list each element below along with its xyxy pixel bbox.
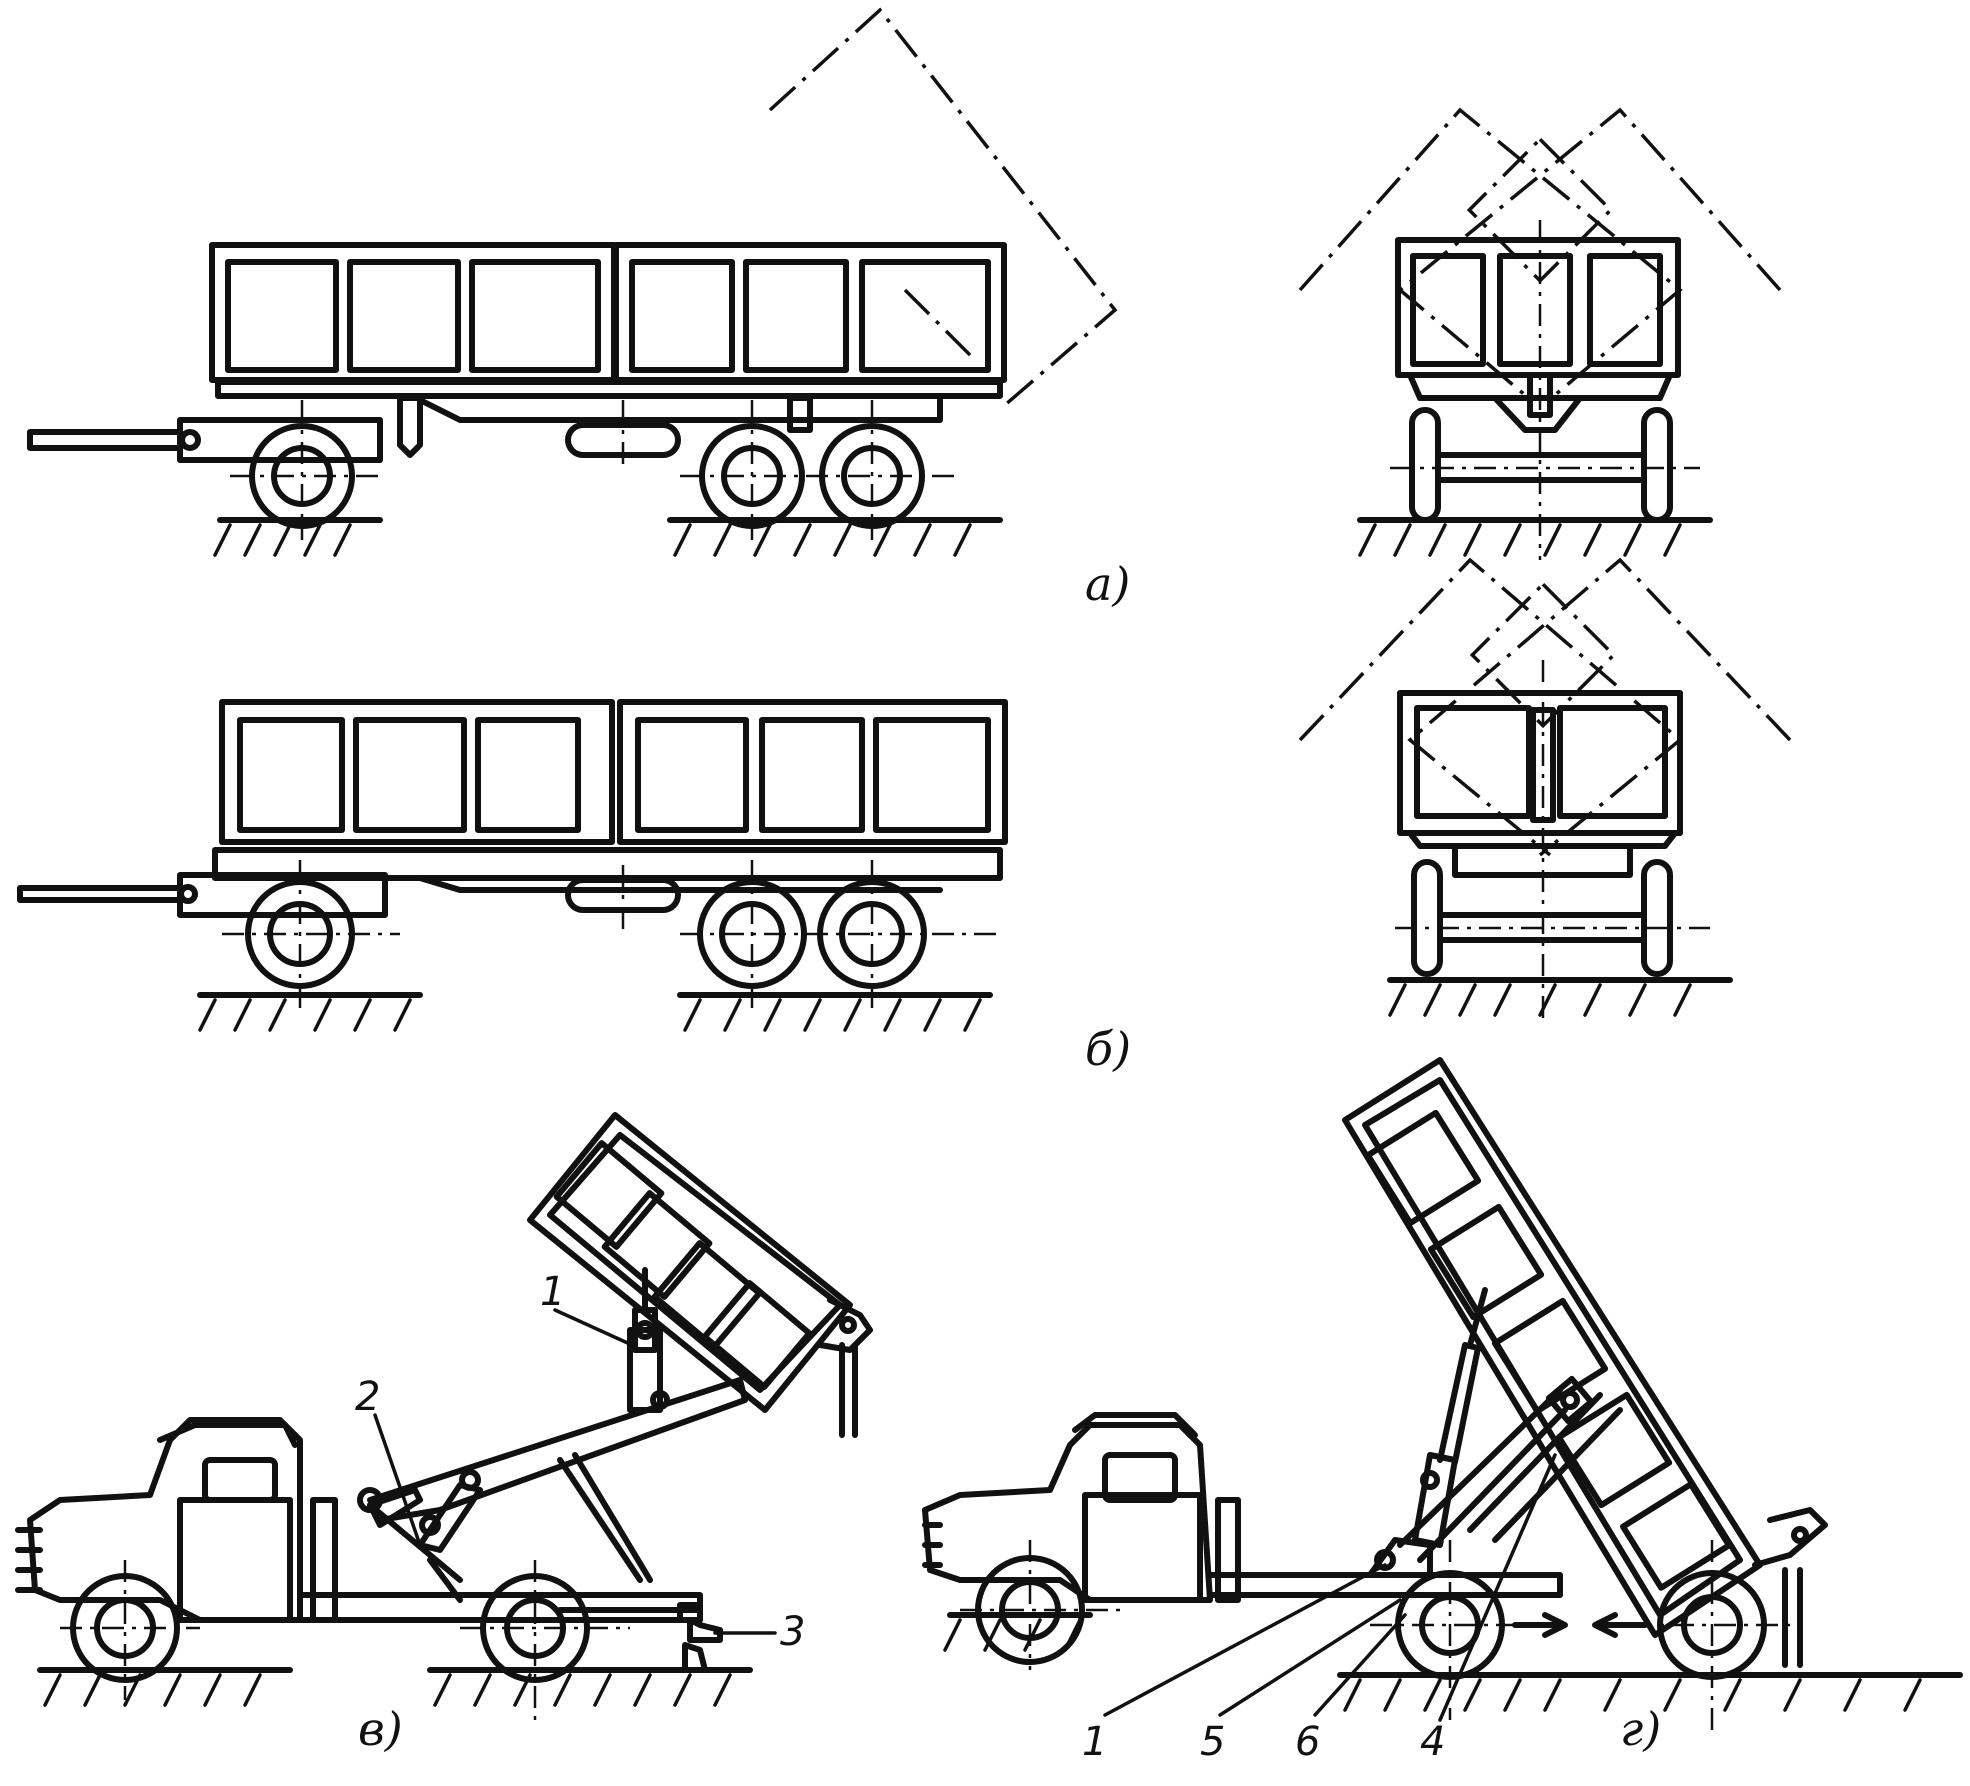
label-a: а) <box>1085 557 1130 611</box>
trailer-b-rear-view <box>1298 557 1792 1020</box>
callout-v-2: 2 <box>355 1374 380 1420</box>
trailer-b-side-view <box>17 699 1008 1032</box>
callout-g-1: 1 <box>1082 1719 1107 1765</box>
label-b: б) <box>1085 1022 1131 1076</box>
callout-g-4: 4 <box>1420 1719 1445 1765</box>
label-g: г) <box>1620 1702 1661 1756</box>
label-v: в) <box>358 1702 403 1756</box>
callout-g-5: 5 <box>1200 1719 1225 1765</box>
truck-g-side-view <box>922 1057 1963 1730</box>
callout-v-3: 3 <box>780 1609 805 1655</box>
callout-v-1: 1 <box>540 1269 565 1315</box>
truck-v-side-view <box>15 1112 873 1720</box>
callout-g-6: 6 <box>1295 1719 1320 1765</box>
trailer-a-rear-view <box>1298 107 1782 560</box>
trailer-a-side-view <box>27 7 1118 557</box>
